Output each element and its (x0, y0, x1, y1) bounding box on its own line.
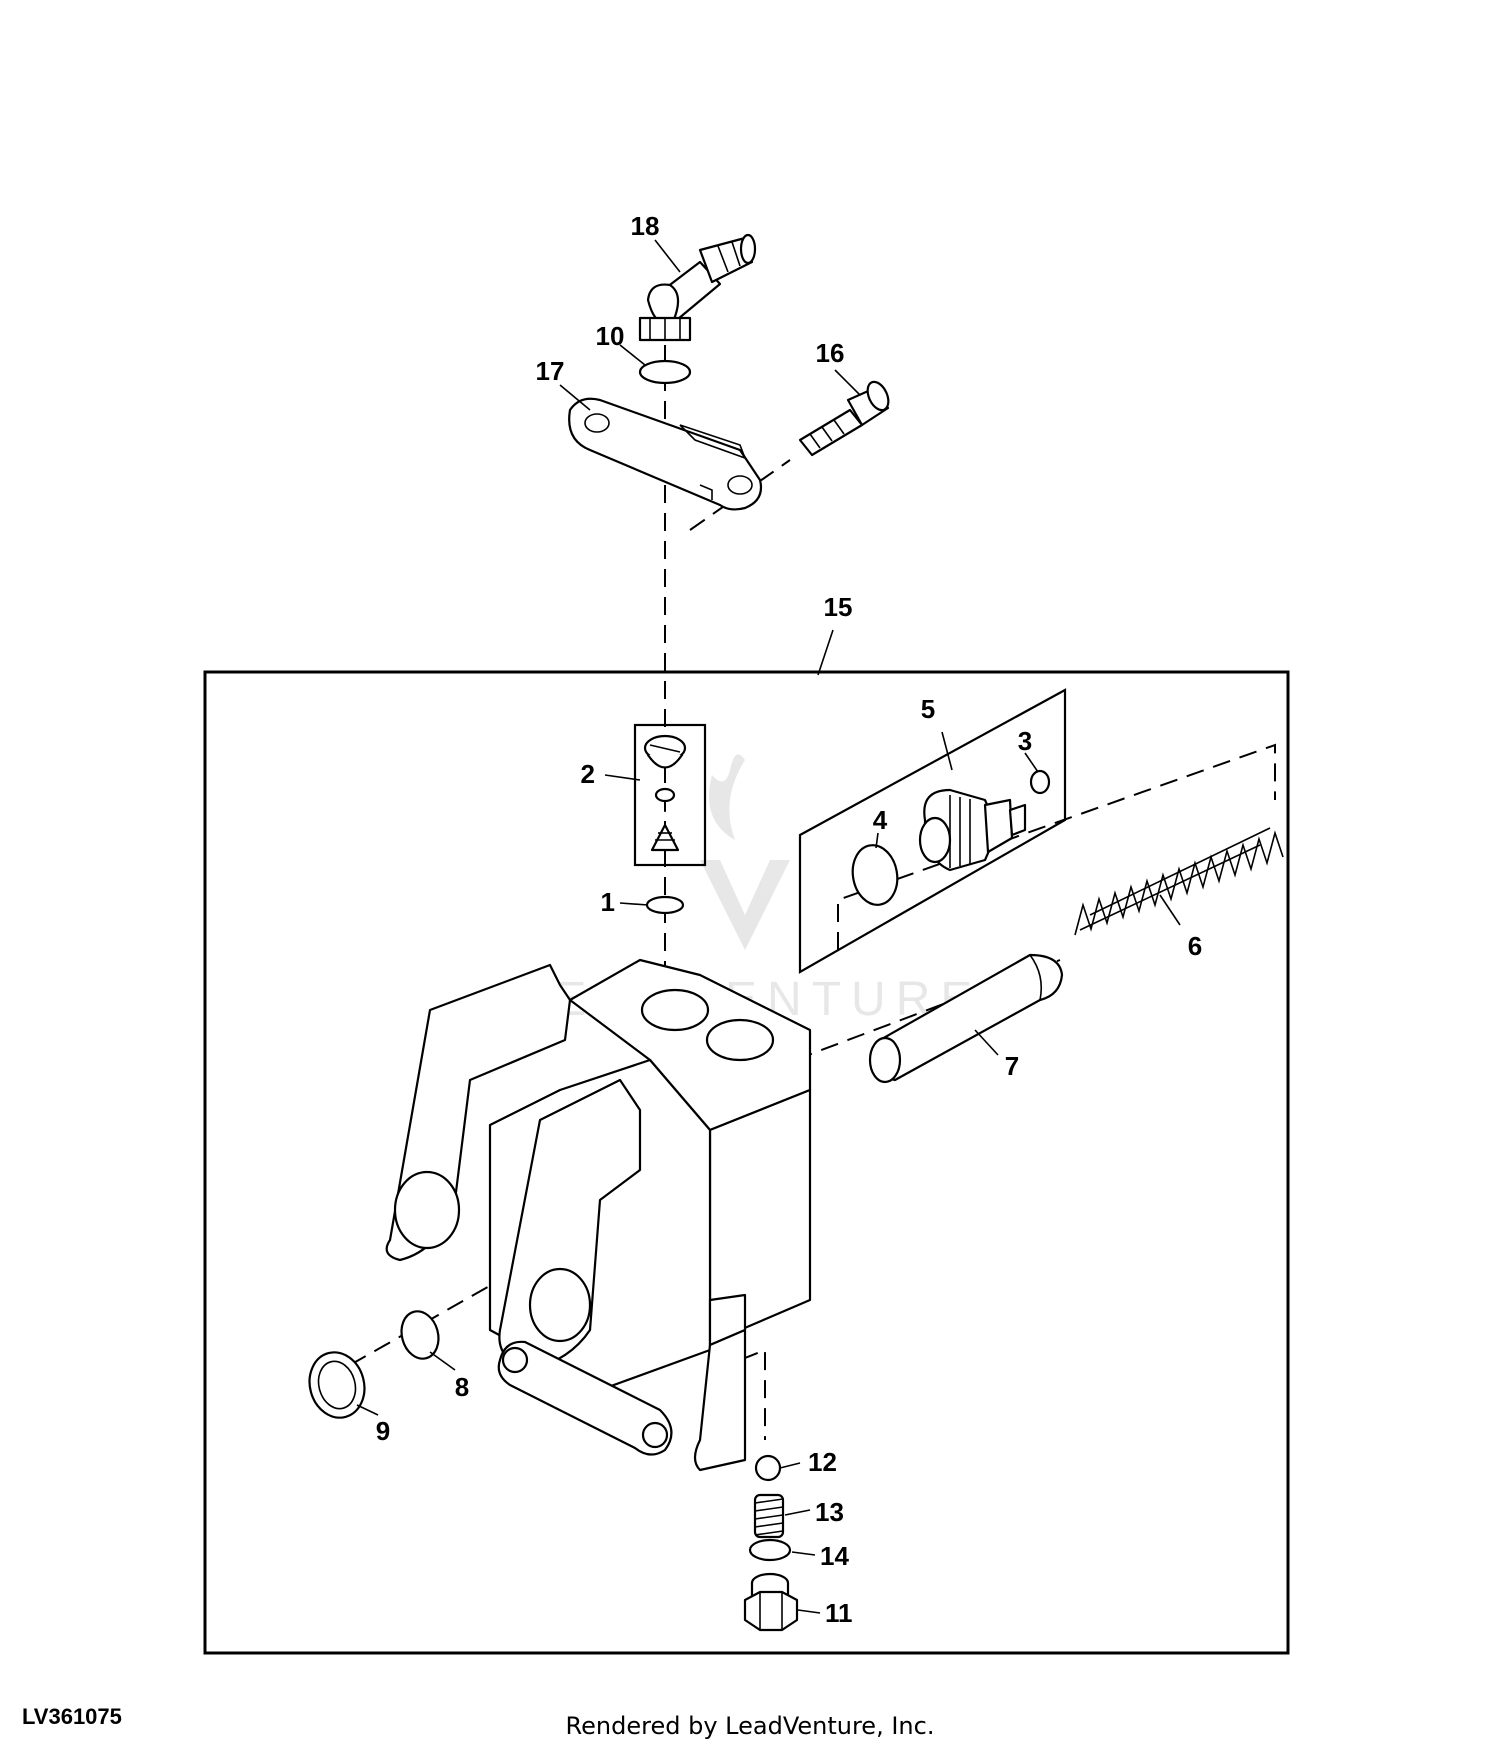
assembly-boundary-box (203, 670, 1290, 1655)
piston-7-part (868, 953, 1064, 1084)
callout-6: 6 (1188, 931, 1202, 961)
cap-screw-part (798, 380, 890, 457)
render-credit: Rendered by LeadVenture, Inc. (565, 1712, 935, 1740)
callout-1: 1 (601, 887, 615, 917)
callout-17: 17 (536, 356, 565, 386)
callout-11: 11 (825, 1598, 853, 1628)
check-valve-kit-part (633, 723, 707, 867)
spring-13-part (753, 1493, 785, 1539)
washer-9-part (308, 1351, 366, 1419)
callout-5: 5 (921, 694, 935, 724)
callout-13: 13 (815, 1497, 844, 1527)
document-id: LV361075 (22, 1704, 122, 1729)
callout-3: 3 (1018, 726, 1032, 756)
callout-4: 4 (873, 805, 888, 835)
callout-18: 18 (631, 211, 660, 241)
callout-labels: 1 2 3 4 5 6 7 8 9 10 11 12 13 14 15 16 1… (376, 211, 1202, 1628)
valve-housing-part (385, 958, 812, 1472)
spring-6-part (1074, 827, 1284, 936)
oring-8-part (400, 1310, 440, 1360)
mounting-plate-part (568, 397, 763, 511)
callout-16: 16 (816, 338, 845, 368)
ball-12-part (754, 1454, 782, 1482)
callout-15: 15 (824, 592, 853, 622)
elbow-fitting-part (638, 233, 757, 342)
callout-7: 7 (1005, 1051, 1019, 1081)
leadventure-watermark: LEADVENTURE (518, 754, 972, 1026)
callout-2: 2 (581, 759, 595, 789)
callout-9: 9 (376, 1416, 390, 1446)
oring-14-part (748, 1538, 792, 1562)
callout-leader-lines (356, 239, 1181, 1614)
oring-1-part (645, 895, 685, 915)
oring-4-part (851, 844, 899, 906)
callout-14: 14 (820, 1541, 849, 1571)
oring-10-part (638, 359, 692, 385)
oring-3-part (1029, 769, 1051, 795)
plug-11-part (743, 1572, 799, 1632)
pressure-switch-kit-part (798, 688, 1067, 974)
callout-12: 12 (808, 1447, 837, 1477)
callout-8: 8 (455, 1372, 469, 1402)
callout-10: 10 (596, 321, 625, 351)
